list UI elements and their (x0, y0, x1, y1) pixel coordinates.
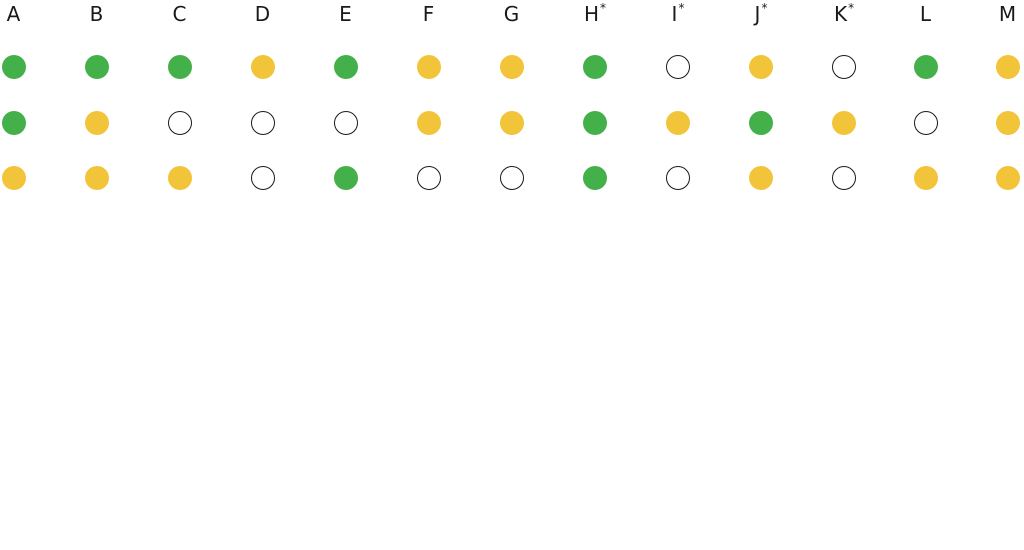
status-dot-yellow (996, 55, 1020, 79)
status-dot-yellow (996, 166, 1020, 190)
asterisk-mark: * (678, 1, 685, 15)
status-dot-empty (832, 55, 856, 79)
status-dot-yellow (996, 111, 1020, 135)
status-dot-yellow (832, 111, 856, 135)
status-dot-green (583, 55, 607, 79)
status-dot-yellow (500, 55, 524, 79)
status-dot-yellow (666, 111, 690, 135)
asterisk-mark: * (761, 1, 768, 15)
status-dot-yellow (500, 111, 524, 135)
status-dot-empty (914, 111, 938, 135)
status-dot-empty (168, 111, 192, 135)
status-dot-green (583, 111, 607, 135)
status-dot-empty (832, 166, 856, 190)
status-dot-green (85, 55, 109, 79)
column-label: I* (671, 1, 685, 26)
column-label: M (998, 2, 1017, 26)
column-label: F (422, 2, 435, 26)
status-dot-green (334, 55, 358, 79)
status-dot-yellow (2, 166, 26, 190)
status-dot-empty (251, 111, 275, 135)
status-dot-yellow (749, 55, 773, 79)
status-dot-green (2, 55, 26, 79)
status-dot-green (168, 55, 192, 79)
status-dot-yellow (417, 111, 441, 135)
status-dot-empty (334, 111, 358, 135)
column-label: B (89, 2, 104, 26)
status-dot-yellow (85, 111, 109, 135)
status-dot-green (914, 55, 938, 79)
column-label: C (172, 2, 187, 26)
column-label: D (254, 2, 271, 26)
asterisk-mark: * (600, 1, 607, 15)
status-dot-yellow (251, 55, 275, 79)
status-dot-yellow (85, 166, 109, 190)
status-dot-yellow (168, 166, 192, 190)
column-label: G (503, 2, 520, 26)
status-dot-empty (666, 166, 690, 190)
status-dot-green (2, 111, 26, 135)
column-label: H* (583, 1, 607, 26)
status-dot-empty (500, 166, 524, 190)
status-dot-green (749, 111, 773, 135)
column-label: K* (833, 1, 855, 26)
status-dot-yellow (914, 166, 938, 190)
status-dot-empty (417, 166, 441, 190)
status-dot-yellow (417, 55, 441, 79)
status-dot-green (583, 166, 607, 190)
status-dot-yellow (749, 166, 773, 190)
column-label: J* (754, 1, 768, 26)
status-dot-empty (251, 166, 275, 190)
status-dot-green (334, 166, 358, 190)
column-label: L (919, 2, 932, 26)
column-label: A (6, 2, 21, 26)
status-dot-empty (666, 55, 690, 79)
asterisk-mark: * (848, 1, 855, 15)
column-label: E (339, 2, 352, 26)
